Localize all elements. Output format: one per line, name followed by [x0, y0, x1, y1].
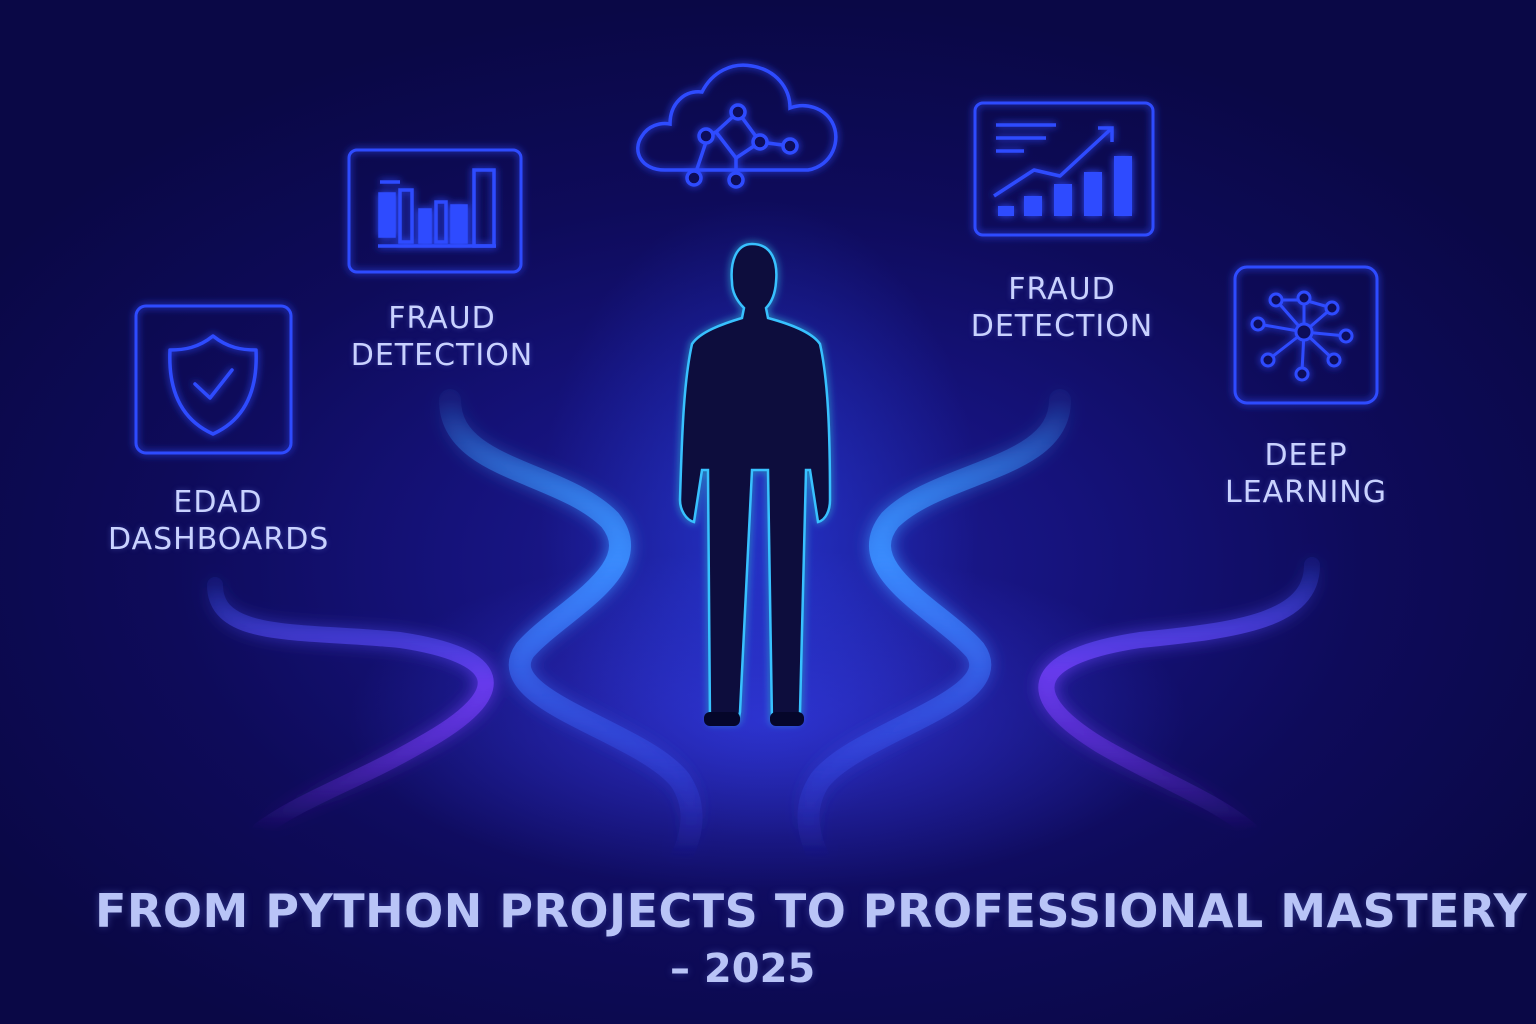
- card-deep-learning: [1233, 265, 1379, 405]
- left-shoe: [704, 712, 740, 726]
- card-fraud-right: [973, 101, 1155, 237]
- label-line2: DETECTION: [970, 309, 1154, 344]
- network-nodes: [685, 103, 799, 189]
- path-far-right: [1038, 557, 1320, 838]
- headline-line1: FROM PYTHON PROJECTS TO PROFESSIONAL MAS…: [95, 884, 1528, 938]
- card-edad: [134, 304, 293, 455]
- neural-network-icon: [1250, 290, 1354, 382]
- label-line1: FRAUD: [1008, 272, 1116, 307]
- right-shoe: [770, 712, 804, 726]
- paths: [207, 389, 1320, 871]
- shield-check-icon: [168, 334, 258, 436]
- label-line2: DASHBOARDS: [108, 522, 330, 557]
- label-line1: FRAUD: [388, 301, 496, 336]
- label-line2: DETECTION: [350, 338, 534, 373]
- path-far-left: [207, 577, 494, 838]
- label-line1: EDAD: [173, 485, 263, 520]
- growth-chart-icon: [993, 123, 1132, 216]
- label-line1: DEEP: [1264, 438, 1348, 473]
- headline-line2: – 2025: [670, 946, 816, 992]
- path-center-right: [797, 389, 1071, 871]
- label-deep-learning: DEEP LEARNING: [1206, 437, 1406, 511]
- label-fraud-detection-right: FRAUD DETECTION: [962, 271, 1162, 345]
- person-silhouette: [678, 242, 832, 726]
- cloud-network-icon: [636, 63, 838, 189]
- path-center-left: [439, 389, 703, 871]
- label-edad-dashboards: EDAD DASHBOARDS: [108, 484, 328, 558]
- label-fraud-detection-left: FRAUD DETECTION: [342, 300, 542, 374]
- card-fraud-left: [347, 148, 523, 274]
- bar-chart-icon: [378, 168, 496, 248]
- figure-backglow: [540, 200, 980, 840]
- label-line2: LEARNING: [1224, 475, 1387, 510]
